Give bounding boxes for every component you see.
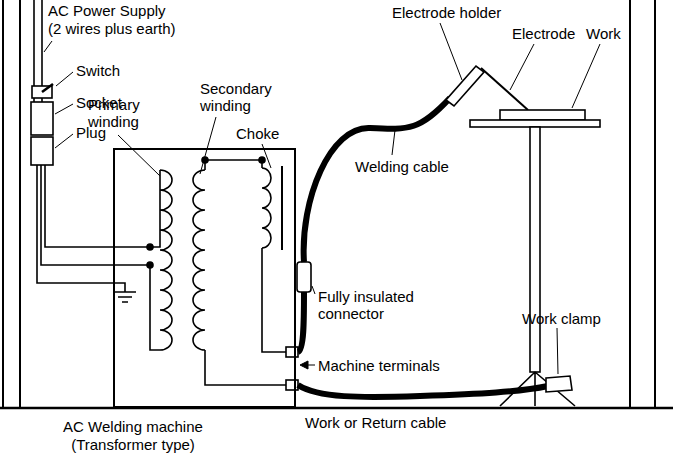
- leader-line: [200, 117, 216, 174]
- windings: [147, 157, 298, 390]
- machine-terminal: [286, 380, 298, 390]
- leader-line: [55, 104, 73, 114]
- leader-line: [510, 44, 534, 90]
- supply-wire: [45, 165, 150, 247]
- winding-lead: [262, 248, 288, 352]
- wall-line: [654, 0, 656, 408]
- welding-cable: [298, 292, 304, 352]
- insulated-connector: [297, 262, 311, 292]
- leader-line: [557, 328, 558, 374]
- part-label: AC Power Supply: [48, 2, 166, 19]
- secondary-coil: [193, 170, 205, 350]
- part-label: Choke: [236, 125, 279, 142]
- table-column: [530, 127, 540, 372]
- leader-lines: [44, 23, 600, 374]
- leader-line: [312, 286, 315, 294]
- part-label: Secondary winding: [200, 80, 284, 114]
- part-label: Welding cable: [355, 158, 449, 175]
- leader-line: [118, 135, 160, 176]
- plug-symbol: [31, 137, 53, 165]
- table-top: [470, 120, 600, 127]
- wall-line: [19, 0, 21, 408]
- machine-terminal: [286, 347, 298, 357]
- earth-wire: [37, 165, 125, 292]
- table-legs: [500, 372, 575, 406]
- earth-symbol: [114, 292, 136, 302]
- part-label: (2 wires plus earth): [48, 20, 176, 37]
- part-label: Electrode holder: [392, 4, 501, 21]
- part-label: Primary winding: [88, 96, 152, 130]
- supply-cable: [31, 0, 150, 302]
- winding-lead: [150, 170, 160, 247]
- work-clamp-symbol: [546, 376, 572, 392]
- leader-line: [55, 134, 73, 148]
- terminal-dot: [259, 157, 265, 163]
- part-label: Switch: [76, 62, 120, 79]
- machine-caption: AC Welding machine (Transformer type): [48, 418, 218, 454]
- floor-line: [0, 407, 673, 410]
- cable-line: [41, 0, 43, 86]
- leader-line: [44, 41, 52, 52]
- leader-line: [440, 23, 462, 80]
- walls: [0, 0, 673, 408]
- socket-symbol: [31, 102, 53, 135]
- machine-housing: AC Welding machine (Transformer type): [113, 148, 296, 408]
- leader-line: [572, 44, 600, 108]
- winding-lead: [150, 265, 160, 350]
- leader-line: [56, 72, 73, 86]
- supply-wire: [41, 165, 150, 265]
- part-label: Fully insulated connector: [318, 288, 430, 322]
- part-label: Work or Return cable: [305, 414, 446, 431]
- wall-line: [2, 0, 4, 408]
- electrode-holder-symbol: [446, 66, 484, 106]
- part-label: Electrode: [512, 25, 575, 42]
- welding-cable: [304, 98, 450, 262]
- part-label: Machine terminals: [318, 357, 440, 374]
- part-label: Work: [586, 25, 621, 42]
- winding-lead: [205, 350, 288, 385]
- choke-core: [281, 166, 283, 250]
- work-table: [470, 110, 600, 406]
- choke-coil: [262, 168, 271, 248]
- winding-lead: [205, 160, 262, 170]
- primary-coil: [160, 170, 172, 350]
- arrow-head: [300, 361, 308, 369]
- part-label: Work clamp: [522, 310, 601, 327]
- leader-line: [392, 130, 395, 155]
- work-piece: [500, 110, 585, 120]
- cable-line: [33, 0, 35, 86]
- wall-line: [629, 0, 631, 408]
- electrode-rod: [481, 68, 528, 110]
- switch-lever: [42, 84, 53, 92]
